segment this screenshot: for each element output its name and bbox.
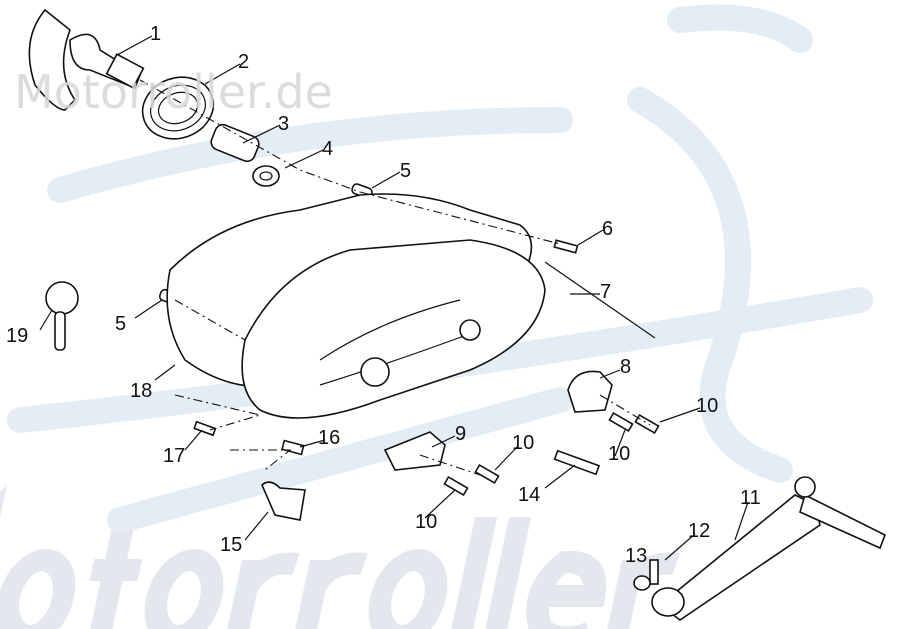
part-bolt — [553, 239, 579, 254]
part-bolt — [474, 463, 500, 485]
callout-6: 6 — [602, 218, 613, 240]
watermark-letter — [224, 552, 300, 629]
part-bolt — [634, 413, 660, 435]
watermark-logo — [7, 4, 873, 533]
part-bushing — [210, 123, 260, 163]
callout-14: 14 — [518, 484, 540, 506]
part-plate — [383, 431, 446, 471]
callout-5: 5 — [400, 160, 411, 182]
part-pin — [281, 439, 305, 456]
part-bolt — [608, 411, 634, 433]
part-bolt — [443, 475, 469, 497]
callout-12: 12 — [688, 520, 710, 542]
part-clip — [633, 575, 651, 591]
watermark-letter — [87, 530, 143, 629]
watermark-letter — [292, 552, 368, 629]
assembly-lines — [139, 79, 656, 476]
callouts: 1 2 3 4 5 5 6 7 8 9 10 10 10 10 11 12 13… — [6, 23, 761, 567]
part-crankcase-cover — [166, 193, 546, 419]
callout-3: 3 — [278, 113, 289, 135]
callout-5: 5 — [115, 313, 126, 335]
watermark-letter — [144, 549, 224, 629]
callout-18: 18 — [130, 380, 152, 402]
callout-10: 10 — [512, 432, 534, 454]
callout-10: 10 — [696, 395, 718, 417]
watermark-letter — [526, 550, 607, 629]
callout-7: 7 — [600, 281, 611, 303]
part-kick-gear-shaft — [28, 8, 145, 111]
part-kick-lever — [651, 476, 887, 621]
part-bolt — [193, 420, 217, 437]
callout-10: 10 — [415, 511, 437, 533]
callout-15: 15 — [220, 534, 242, 556]
part-drive-gear — [45, 281, 79, 351]
watermark-letter — [604, 552, 680, 629]
part-bracket — [261, 481, 306, 521]
part-bolt — [649, 559, 659, 585]
leader-lines — [39, 35, 749, 561]
callout-8: 8 — [620, 356, 631, 378]
watermark-bottom-lettering — [0, 483, 680, 629]
part-washer — [252, 165, 280, 187]
watermark-top-text: Motorroller.de — [14, 65, 333, 119]
watermark-letter — [448, 517, 498, 629]
part-plate — [567, 370, 613, 413]
callout-10: 10 — [608, 443, 630, 465]
watermark-letter — [482, 517, 532, 629]
callout-9: 9 — [455, 423, 466, 445]
part-long-bolt — [553, 449, 601, 476]
watermark-letter — [368, 549, 448, 629]
callout-1: 1 — [150, 23, 161, 45]
callout-19: 19 — [6, 325, 28, 347]
callout-2: 2 — [238, 51, 249, 73]
part-spring — [141, 76, 215, 140]
callout-4: 4 — [322, 138, 333, 160]
callout-17: 17 — [163, 445, 185, 467]
callout-11: 11 — [740, 487, 761, 509]
callout-13: 13 — [625, 545, 647, 567]
watermark-letter — [0, 549, 76, 629]
callout-16: 16 — [318, 427, 340, 449]
